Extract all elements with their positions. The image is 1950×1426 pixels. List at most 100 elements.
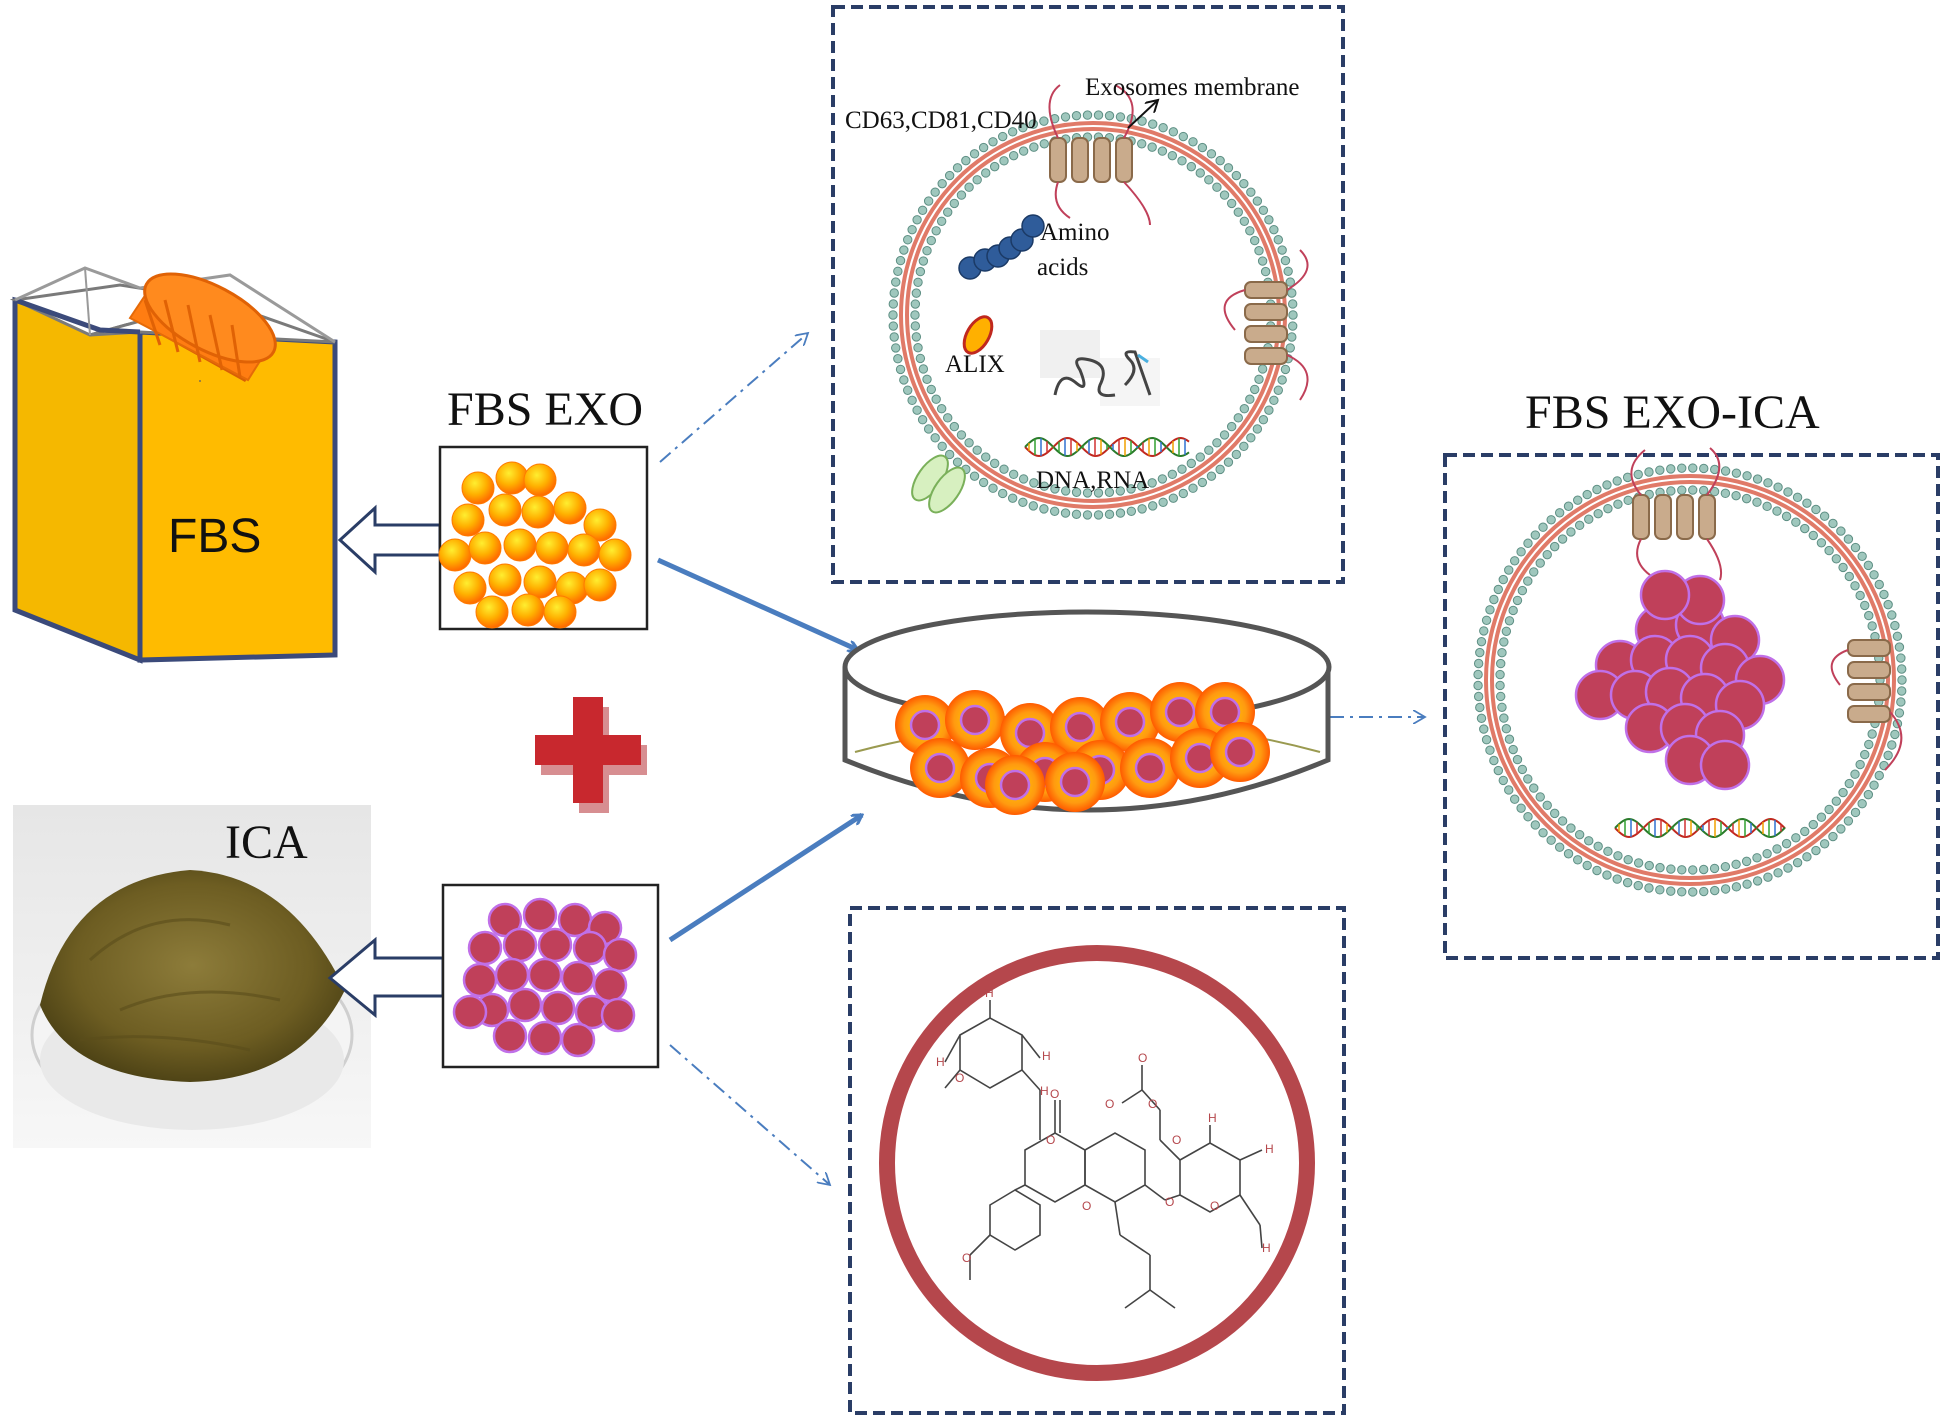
lipid-head	[1857, 551, 1867, 561]
lipid-head	[1018, 474, 1029, 484]
lipid-head	[1593, 508, 1603, 519]
lipid-head	[1894, 708, 1905, 718]
lipid-head	[1231, 170, 1242, 181]
lipid-head	[1287, 299, 1298, 309]
lipid-head	[1563, 849, 1574, 859]
lipid-head	[1287, 332, 1297, 342]
lipid-head	[1855, 590, 1865, 601]
exo-particle	[511, 593, 545, 627]
lipid-head	[1731, 882, 1742, 892]
exo-particle	[438, 538, 472, 572]
lipid-head	[1287, 288, 1297, 298]
atom-label: O	[1050, 1087, 1059, 1101]
cell-nucleus	[1164, 696, 1196, 728]
lipid-head	[1844, 571, 1854, 582]
lipid-head	[1800, 523, 1810, 534]
lipid-head	[1850, 542, 1861, 553]
lipid-head	[1802, 852, 1812, 862]
cell-nucleus	[1134, 752, 1166, 784]
lipid-head	[1824, 804, 1834, 815]
ica-structure-frame	[848, 906, 1346, 1415]
lipid-head	[1538, 828, 1548, 838]
lipid-head	[1549, 541, 1560, 552]
lipid-head	[1763, 478, 1773, 488]
lipid-head	[1476, 713, 1487, 724]
lipid-head	[1188, 483, 1198, 493]
lipid-head	[1093, 488, 1104, 498]
lipid-head	[1772, 844, 1782, 854]
lipid-head	[972, 445, 982, 455]
cell-nucleus	[959, 704, 991, 736]
lipid-head	[1530, 530, 1541, 540]
dna-strand	[1614, 817, 1786, 838]
exo-particle	[583, 508, 617, 542]
lipid-head	[1792, 492, 1803, 503]
lipid-head	[1504, 734, 1515, 744]
lipid-head	[1844, 778, 1854, 789]
lipid-head	[1546, 515, 1556, 525]
lipid-head	[915, 353, 926, 364]
lipid-head	[1499, 637, 1509, 647]
lipid-head	[1633, 880, 1643, 891]
lipid-head	[1504, 616, 1515, 626]
lipid-head	[1495, 669, 1505, 680]
cell-nucleus	[909, 709, 941, 741]
lipid-head	[1254, 374, 1264, 385]
lipid-head	[1584, 514, 1594, 524]
fbs-exo-title: FBS EXO	[447, 383, 643, 436]
lipid-head	[1157, 146, 1168, 156]
ica-particle	[462, 962, 498, 998]
lipid-head	[1677, 865, 1687, 875]
lipid-head	[1239, 404, 1250, 414]
atom-label: O	[1082, 1199, 1091, 1213]
lipid-head	[1863, 560, 1874, 571]
lipid-head	[1530, 820, 1541, 830]
fbs-bottle	[9, 266, 338, 664]
lipid-head	[1049, 506, 1060, 516]
ica-powder-photo	[13, 805, 371, 1148]
lipid-head	[1655, 465, 1665, 475]
lipid-head	[1677, 463, 1687, 473]
arrow-exo-to-dish	[656, 557, 858, 650]
membrane-layer-inner	[905, 127, 1281, 503]
lipid-head	[1476, 636, 1487, 647]
atom-label: H	[985, 986, 994, 1000]
lipid-head	[1508, 605, 1518, 616]
exo-particle	[453, 571, 487, 605]
lipid-head	[1763, 872, 1773, 882]
lipid-head	[1493, 765, 1504, 776]
exo-particle	[598, 538, 632, 572]
lipid-head	[1644, 883, 1654, 893]
lipid-head	[899, 245, 909, 255]
lipid-head	[1698, 485, 1709, 496]
lipid-head	[1762, 501, 1772, 512]
lipid-head	[1226, 198, 1237, 209]
lipid-head	[1644, 860, 1654, 871]
lipid-head	[1493, 584, 1504, 595]
lipid-head	[1212, 182, 1222, 192]
lipid-head	[972, 175, 982, 185]
lipid-head	[1287, 321, 1298, 331]
lipid-head	[1603, 846, 1613, 857]
lipid-head	[1252, 424, 1263, 434]
icariin-structure	[944, 1000, 1263, 1309]
lipid-head	[1250, 235, 1260, 246]
lipid-head	[1850, 807, 1861, 818]
lipid-head	[1698, 864, 1709, 875]
lipid-head	[1498, 574, 1508, 585]
lipid-head	[952, 457, 963, 467]
lipid-head	[1710, 885, 1720, 896]
atom-label: O	[962, 1251, 971, 1265]
lipid-head	[1082, 110, 1093, 120]
lipid-head	[1791, 833, 1801, 843]
lipid-head	[1592, 865, 1602, 876]
lipid-head	[1239, 216, 1250, 226]
lipid-head	[1496, 691, 1506, 702]
lipid-head	[1489, 755, 1499, 766]
lipid-head	[1060, 508, 1071, 518]
lipid-head	[1874, 770, 1884, 781]
fbs-exo-ica-frame	[1443, 453, 1940, 960]
cell-nucleus	[924, 752, 956, 784]
lipid-head	[1523, 774, 1533, 784]
lipid-head	[1008, 469, 1019, 480]
